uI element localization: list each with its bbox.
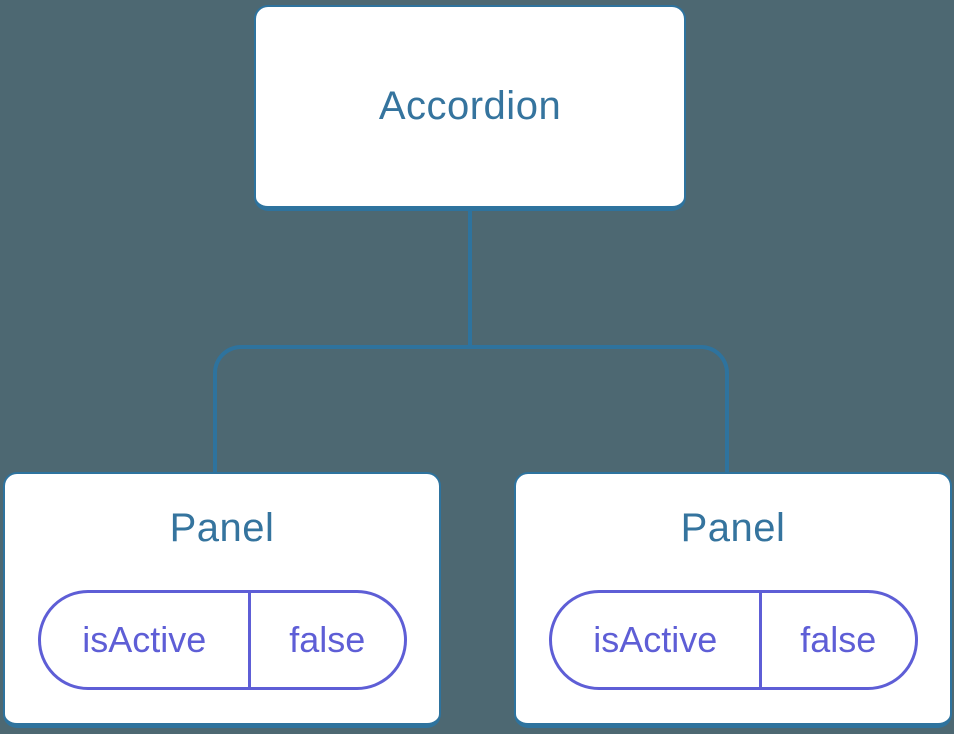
accordion-node-label: Accordion — [378, 84, 562, 128]
panel-node-left: Panel isActive false — [3, 472, 441, 728]
state-value: false — [289, 619, 366, 660]
state-value: false — [800, 619, 877, 660]
accordion-node: Accordion — [254, 5, 686, 211]
state-pill: isActive false — [37, 590, 407, 690]
connector-stem — [468, 209, 472, 349]
state-pill: isActive false — [548, 590, 918, 690]
connector-bracket — [213, 345, 729, 472]
panel-node-label: Panel — [169, 506, 275, 550]
panel-node-label: Panel — [680, 506, 786, 550]
state-key: isActive — [552, 593, 763, 687]
state-key: isActive — [41, 593, 252, 687]
panel-node-right: Panel isActive false — [514, 472, 952, 728]
